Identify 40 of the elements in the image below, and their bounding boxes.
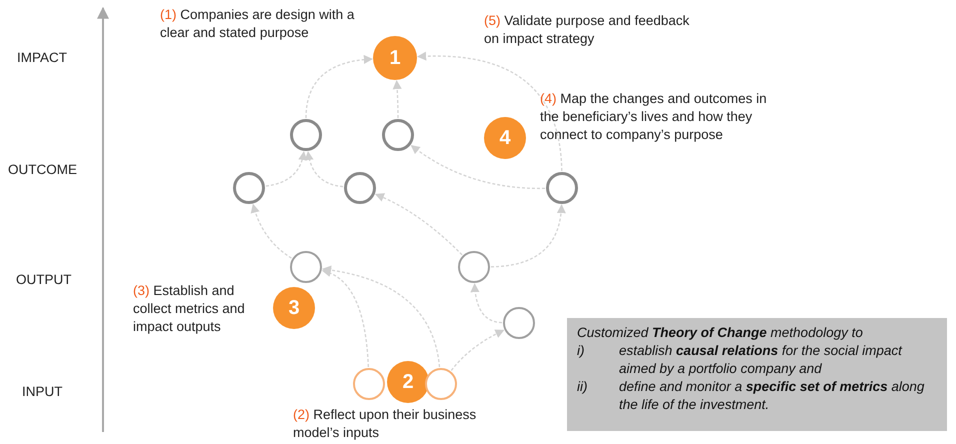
dashed-arrow bbox=[250, 204, 292, 259]
empty-circle bbox=[290, 119, 322, 151]
level-label: OUTPUT bbox=[16, 272, 72, 287]
level-label: OUTCOME bbox=[8, 162, 77, 177]
dashed-arrow bbox=[410, 144, 545, 189]
annotation-text: (3) Establish and collect metrics and impact outputs bbox=[133, 282, 246, 336]
empty-circle bbox=[546, 172, 578, 204]
dashed-arrow bbox=[322, 268, 369, 368]
level-label: IMPACT bbox=[17, 50, 67, 65]
annotation-text: (2) Reflect upon their business model’s inputs bbox=[293, 406, 478, 442]
dashed-arrow bbox=[490, 204, 566, 268]
numbered-circle: 1 bbox=[373, 36, 417, 80]
dashed-arrow bbox=[417, 52, 562, 172]
empty-circle bbox=[233, 172, 265, 204]
dashed-arrow bbox=[304, 150, 344, 188]
list-marker: ii) bbox=[577, 378, 588, 396]
dashed-arrow bbox=[266, 150, 307, 187]
dashed-arrow bbox=[322, 266, 440, 368]
dashed-arrow bbox=[374, 193, 463, 256]
numbered-circle: 3 bbox=[273, 287, 315, 329]
note-text: define and monitor a specific set of metrics along the life of the investment. bbox=[619, 378, 926, 414]
empty-circle bbox=[425, 368, 457, 400]
empty-circle bbox=[458, 251, 490, 283]
dashed-arrow bbox=[305, 55, 373, 118]
numbered-circle: 2 bbox=[387, 361, 429, 403]
dashed-arrow bbox=[392, 80, 402, 118]
empty-circle bbox=[353, 368, 385, 400]
annotation-text: (5) Validate purpose and feedback on impact strategy bbox=[484, 12, 690, 48]
note-text: Customized Theory of Change methodology to bbox=[577, 324, 864, 342]
empty-circle bbox=[344, 172, 376, 204]
dashed-arrow bbox=[450, 330, 504, 371]
dashed-arrow bbox=[470, 283, 502, 324]
empty-circle bbox=[382, 119, 414, 151]
numbered-circle: 4 bbox=[484, 117, 526, 159]
empty-circle bbox=[290, 251, 322, 283]
annotation-text: (1) Companies are design with a clear and stated purpose bbox=[160, 6, 356, 42]
annotation-text: (4) Map the changes and outcomes in the beneficiary’s lives and how they connect to company’s purpose bbox=[540, 90, 768, 144]
level-label: INPUT bbox=[22, 384, 62, 399]
empty-circle bbox=[503, 307, 535, 339]
list-marker: i) bbox=[577, 342, 586, 360]
